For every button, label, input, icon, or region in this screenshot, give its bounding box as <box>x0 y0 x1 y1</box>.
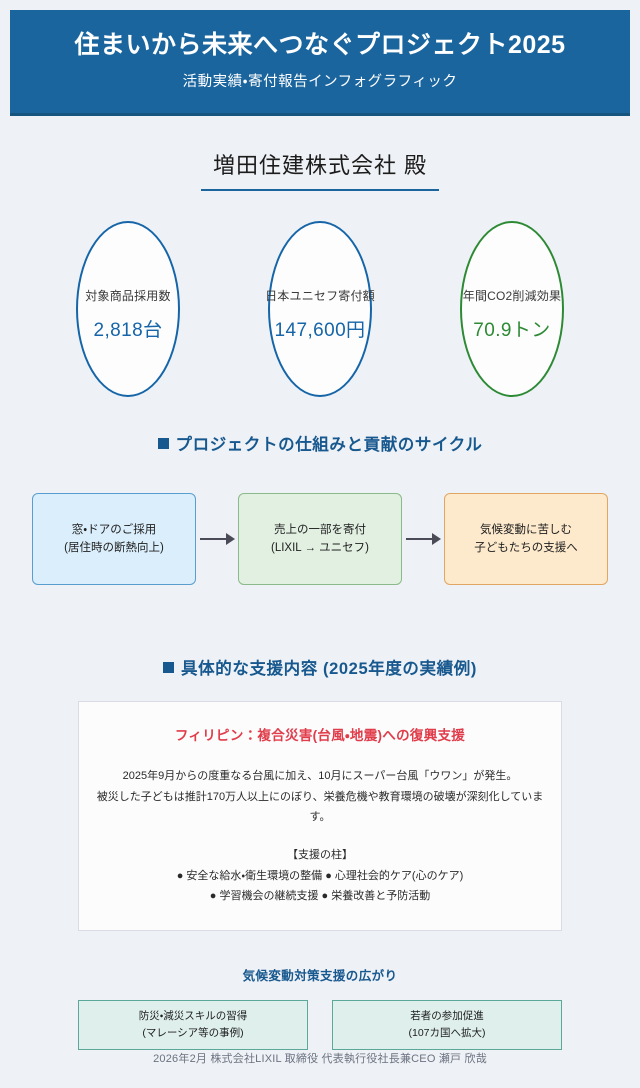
expansion-box-line1: 若者の参加促進 <box>410 1010 484 1022</box>
support-detail-card: フィリピン：複合災害(台風・地震)への復興支援 2025年9月からの度重なる台風… <box>78 701 562 932</box>
flow-step-line2: 子どもたちの支援へ <box>474 542 578 555</box>
recipient-name: 増田住建株式会社 殿 <box>200 148 440 192</box>
flow-section-heading-label: プロジェクトの仕組みと貢献のサイクル <box>175 436 483 455</box>
square-bullet-icon <box>157 438 169 450</box>
expansion-row: 防災・減災スキルの習得 (マレーシア等の事例) 若者の参加促進 (107カ国へ拡… <box>10 1000 630 1051</box>
support-section-heading-label: 具体的な支援内容 (2025年度の実績例) <box>181 660 477 679</box>
flow-step-support: 気候変動に苦しむ 子どもたちの支援へ <box>444 493 608 586</box>
kpi-co2-reduction: 年間CO2削減効果 70.9トン <box>460 221 564 398</box>
support-card-title: フィリピン：複合災害(台風・地震)への復興支援 <box>174 728 466 744</box>
kpi-label: 年間CO2削減効果 <box>462 289 562 304</box>
flow-step-donation: 売上の一部を寄付 (LIXIL → ユニセフ) <box>238 493 402 586</box>
flow-arrow-icon <box>196 532 238 546</box>
flow-arrow-icon <box>402 532 444 546</box>
expansion-box-youth-participation: 若者の参加促進 (107カ国へ拡大) <box>332 1000 562 1051</box>
flow-section-heading: プロジェクトの仕組みと貢献のサイクル <box>10 431 630 455</box>
flow-step-line2: (LIXIL → ユニセフ) <box>271 542 369 555</box>
flow-step-line1: 売上の一部を寄付 <box>273 523 366 536</box>
support-body-line2: 被災した子どもは推計170万人以上にのぼり、栄養危機や教育環境の破壊が深刻化して… <box>96 790 544 823</box>
header-subtitle: 活動実績・寄付報告インフォグラフィック <box>182 74 458 91</box>
support-pillars-line2: ● 学習機会の継続支援 ● 栄養改善と予防活動 <box>209 889 431 902</box>
flow-step-line1: 窓・ドアのご採用 <box>71 523 157 536</box>
support-card-body: 2025年9月からの度重なる台風に加え、10月にスーパー台風「ウワン」が発生。 … <box>95 766 545 827</box>
flow-step-line2: (居住時の断熱向上) <box>64 542 164 555</box>
kpi-value: 2,818台 <box>93 320 163 342</box>
kpi-donation-amount: 日本ユニセフ寄付額 147,600円 <box>265 221 375 398</box>
expansion-box-line2: (マレーシア等の事例) <box>142 1027 244 1040</box>
expansion-box-disaster-skills: 防災・減災スキルの習得 (マレーシア等の事例) <box>78 1000 308 1051</box>
support-body-line1: 2025年9月からの度重なる台風に加え、10月にスーパー台風「ウワン」が発生。 <box>122 770 518 783</box>
expansion-box-line2: (107カ国へ拡大) <box>408 1027 486 1040</box>
kpi-row: 対象商品採用数 2,818台 日本ユニセフ寄付額 147,600円 年間CO2削… <box>10 221 630 398</box>
support-pillars-line1: ● 安全な給水・衛生環境の整備 ● 心理社会的ケア(心のケア) <box>176 869 464 882</box>
recipient-block: 増田住建株式会社 殿 <box>10 148 630 192</box>
kpi-label: 対象商品採用数 <box>85 289 171 304</box>
support-pillars-heading: 【支援の柱】 <box>287 849 353 862</box>
kpi-value: 70.9トン <box>473 320 551 342</box>
flow-step-adoption: 窓・ドアのご採用 (居住時の断熱向上) <box>32 493 196 586</box>
support-section-heading: 具体的な支援内容 (2025年度の実績例) <box>10 655 630 679</box>
flow-diagram: 窓・ドアのご採用 (居住時の断熱向上) 売上の一部を寄付 (LIXIL → ユニ… <box>10 493 630 586</box>
kpi-label: 日本ユニセフ寄付額 <box>265 289 375 304</box>
kpi-value: 147,600円 <box>274 320 366 342</box>
square-bullet-icon <box>163 662 175 674</box>
expansion-title: 気候変動対策支援の広がり <box>242 969 398 984</box>
page-header: 住まいから未来へつなぐプロジェクト2025 活動実績・寄付報告インフォグラフィッ… <box>10 10 630 117</box>
expansion-box-line1: 防災・減災スキルの習得 <box>138 1010 248 1022</box>
kpi-adoption-count: 対象商品採用数 2,818台 <box>76 221 180 398</box>
infographic-page: 住まいから未来へつなぐプロジェクト2025 活動実績・寄付報告インフォグラフィッ… <box>10 10 630 1065</box>
flow-step-line1: 気候変動に苦しむ <box>480 523 572 536</box>
header-title: 住まいから未来へつなぐプロジェクト2025 <box>74 31 566 59</box>
page-footer: 2026年2月 株式会社LIXIL 取締役 代表執行役社長兼CEO 瀬戸 欣哉 <box>153 1053 487 1066</box>
